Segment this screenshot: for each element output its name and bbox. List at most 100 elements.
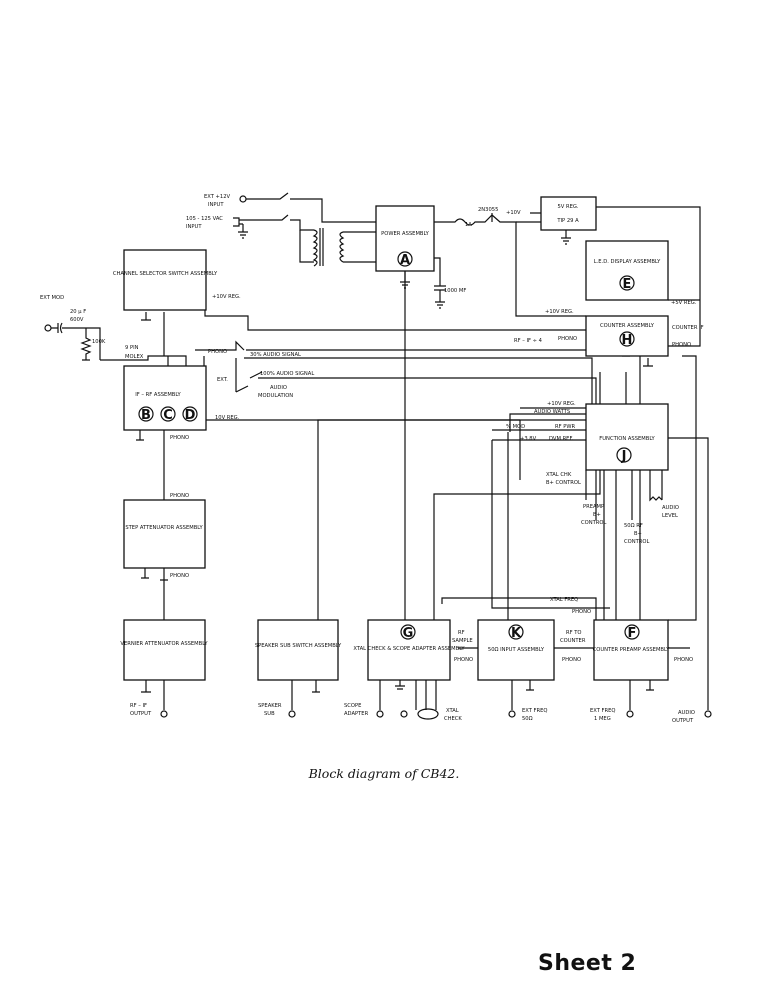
label-phono-out-ifrf: PHONO xyxy=(170,435,189,441)
label-rf-if-out-2: OUTPUT xyxy=(130,711,152,717)
xtal-check-label: XTAL CHECK & SCOPE ADAPTER ASSEMBLY xyxy=(353,646,465,652)
label-xtal-check-2: CHECK xyxy=(444,716,462,722)
label-ext-mod: EXT MOD xyxy=(40,295,64,301)
channel-selector-label: CHANNEL SELECTOR SWITCH ASSEMBLY xyxy=(113,271,218,277)
label-rf-pwr: RF PWR xyxy=(555,424,575,430)
label-ext: EXT. xyxy=(217,377,228,383)
label-phono-step-out: PHONO xyxy=(170,573,189,579)
label-ext-freq50-2: 50Ω xyxy=(522,716,533,722)
label-10v-reg-a: +10V REG. xyxy=(212,294,241,300)
label-phono-k: PHONO xyxy=(562,657,581,663)
label-audio-100: 100% AUDIO SIGNAL xyxy=(260,371,314,377)
label-vac: 105 - 125 VAC xyxy=(186,216,223,222)
50ohm-input-letter: K xyxy=(511,626,522,641)
label-rf-if-out-1: RF – IF xyxy=(130,703,147,709)
label-dvm-ref: DVM REF. xyxy=(549,436,574,442)
label-audio-out-2: OUTPUT xyxy=(672,718,694,724)
label-5v-reg-out: +5V REG. xyxy=(671,300,697,306)
if-rf-letter-b: B xyxy=(141,408,151,423)
label-xtal-freq: XTAL FREQ xyxy=(550,597,578,603)
5v-regulator: 5V REG. TIP 29 A xyxy=(540,196,597,231)
label-rf-counter-1: RF TO xyxy=(566,630,582,636)
label-preamp-b-3: CONTROL xyxy=(581,520,606,526)
label-600v: 600V xyxy=(70,317,84,323)
label-ext-freq1m-2: 1 MEG xyxy=(594,716,611,722)
power-assembly-letter: A xyxy=(400,253,410,268)
5v-reg-part: TIP 29 A xyxy=(556,218,579,224)
label-audio-out-1: AUDIO xyxy=(678,710,695,716)
label-audio-level-1: AUDIO xyxy=(662,505,679,511)
label-rf-sample-2: SAMPLE xyxy=(452,638,473,644)
label-audio-level-2: LEVEL xyxy=(662,513,678,519)
counter-preamp-letter: F xyxy=(628,626,637,641)
speaker-sub-switch-assembly: SPEAKER SUB SWITCH ASSEMBLY xyxy=(255,619,342,681)
label-phono-counter: PHONO xyxy=(672,342,691,348)
channel-selector-assembly: CHANNEL SELECTOR SWITCH ASSEMBLY xyxy=(113,249,218,311)
label-10v-reg-c: 10V REG. xyxy=(215,415,240,421)
label-fuse: 1A xyxy=(465,222,472,228)
speaker-sub-label: SPEAKER SUB SWITCH ASSEMBLY xyxy=(255,643,342,649)
label-phono-step-in: PHONO xyxy=(170,493,189,499)
label-phono-ifrf: PHONO xyxy=(208,349,227,355)
label-xtal-chk-1: XTAL CHK xyxy=(546,472,572,478)
label-1000mf: 1000 MF xyxy=(444,288,466,294)
label-phono-f: PHONO xyxy=(674,657,693,663)
label-scope-2: ADAPTER xyxy=(344,711,369,717)
function-assembly-label: FUNCTION ASSEMBLY xyxy=(599,436,655,442)
label-xtal-check-1: XTAL xyxy=(446,708,459,714)
label-ext-freq50-1: EXT FREQ xyxy=(522,708,548,714)
label-10v-reg-d: +10V REG. xyxy=(547,401,576,407)
label-phono-g: PHONO xyxy=(454,657,473,663)
step-attenuator-assembly: STEP ATTENUATOR ASSEMBLY xyxy=(123,499,206,569)
label-rf-sample-1: RF xyxy=(458,630,465,636)
label-20uf: 20 μ F xyxy=(70,309,86,315)
label-plus10v: +10V xyxy=(506,210,521,216)
label-100k: 100K xyxy=(92,339,106,345)
power-assembly: POWER ASSEMBLY A xyxy=(375,205,435,272)
label-pct-mod: % MOD xyxy=(506,424,525,430)
5v-reg-label: 5V REG. xyxy=(557,204,578,210)
label-molex-1: 9 PIN xyxy=(125,345,139,351)
label-counter-if: COUNTER IF xyxy=(672,325,704,331)
led-display-assembly: L.E.D. DISPLAY ASSEMBLY E xyxy=(585,240,669,301)
if-rf-assembly-label: IF – RF ASSEMBLY xyxy=(135,392,181,398)
counter-assembly-letter: H xyxy=(622,333,633,348)
vernier-attenuator-assembly: VERNIER ATTENUATOR ASSEMBLY xyxy=(120,619,208,681)
label-speaker-sub-2: SUB xyxy=(264,711,275,717)
label-input-vac: INPUT xyxy=(186,224,202,230)
power-assembly-label: POWER ASSEMBLY xyxy=(381,231,430,237)
xtal-check-letter: G xyxy=(403,626,414,641)
label-preamp-b-2: B+ xyxy=(593,512,601,518)
step-attenuator-label: STEP ATTENUATOR ASSEMBLY xyxy=(125,525,203,531)
label-audio-mod-2: MODULATION xyxy=(258,393,293,399)
label-phono-rfif: PHONO xyxy=(558,336,577,342)
label-phono-xtalfreq: PHONO xyxy=(572,609,591,615)
led-assembly-label: L.E.D. DISPLAY ASSEMBLY xyxy=(594,259,661,265)
label-xtal-chk-2: B+ CONTROL xyxy=(546,480,581,486)
wire-labels: EXT +12V INPUT 105 - 125 VAC INPUT 2N305… xyxy=(40,194,704,724)
if-rf-letter-c: C xyxy=(163,408,173,423)
label-2n3055: 2N3055 xyxy=(478,207,498,213)
wires xyxy=(44,192,712,720)
label-input-12v: INPUT xyxy=(208,202,224,208)
label-10v-reg-b: +10V REG. xyxy=(545,309,574,315)
label-audio-mod-1: AUDIO xyxy=(270,385,287,391)
function-assembly-letter: J xyxy=(621,449,627,464)
label-molex-2: MOLEX xyxy=(125,354,144,360)
sheet-label: Sheet 2 xyxy=(538,951,637,976)
label-rf50-3: CONTROL xyxy=(624,539,649,545)
label-audio-watts: AUDIO WATTS xyxy=(534,409,570,415)
label-rf50-1: 50Ω RF xyxy=(624,523,643,529)
label-rf-counter-2: COUNTER xyxy=(560,638,586,644)
label-rf50-2: B+ xyxy=(634,531,642,537)
50ohm-input-assembly: K 50Ω INPUT ASSEMBLY xyxy=(477,619,555,681)
label-rf-if-4: RF – IF ÷ 4 xyxy=(514,338,543,344)
label-scope-1: SCOPE xyxy=(344,703,361,709)
diagram-caption: Block diagram of CB42. xyxy=(308,766,460,781)
label-ext12v: EXT +12V xyxy=(204,194,231,200)
counter-preamp-label: COUNTER PREAMP ASSEMBLY xyxy=(593,647,671,653)
label-ext-freq1m-1: EXT FREQ xyxy=(590,708,616,714)
xtal-check-assembly: G XTAL CHECK & SCOPE ADAPTER ASSEMBLY xyxy=(353,619,465,681)
50ohm-input-label: 50Ω INPUT ASSEMBLY xyxy=(488,647,545,653)
